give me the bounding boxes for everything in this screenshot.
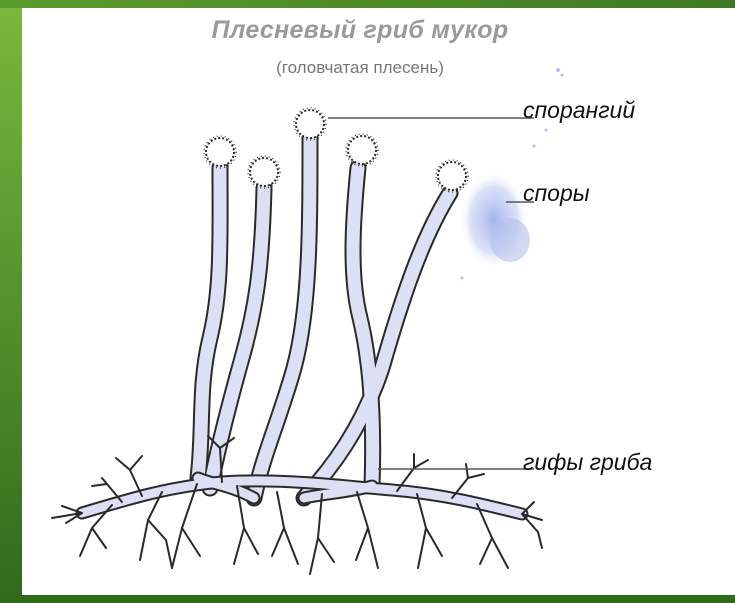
mycelium xyxy=(52,436,542,574)
sporangium-head xyxy=(346,134,378,166)
sporangiophores xyxy=(198,138,450,498)
diagram-title: Плесневый гриб мукор xyxy=(160,16,560,45)
sporangium-head xyxy=(204,136,236,168)
top-accent-bar xyxy=(0,0,735,8)
sporangium-head xyxy=(248,156,280,188)
label-sporangium: спорангий xyxy=(523,97,635,124)
sporangia xyxy=(204,108,468,192)
diagram-subtitle: (головчатая плесень) xyxy=(160,58,560,78)
label-hyphae: гифы гриба xyxy=(523,449,652,476)
label-spores: споры xyxy=(523,180,590,207)
sporangium-head xyxy=(294,108,326,140)
sporangium-head xyxy=(436,160,468,192)
